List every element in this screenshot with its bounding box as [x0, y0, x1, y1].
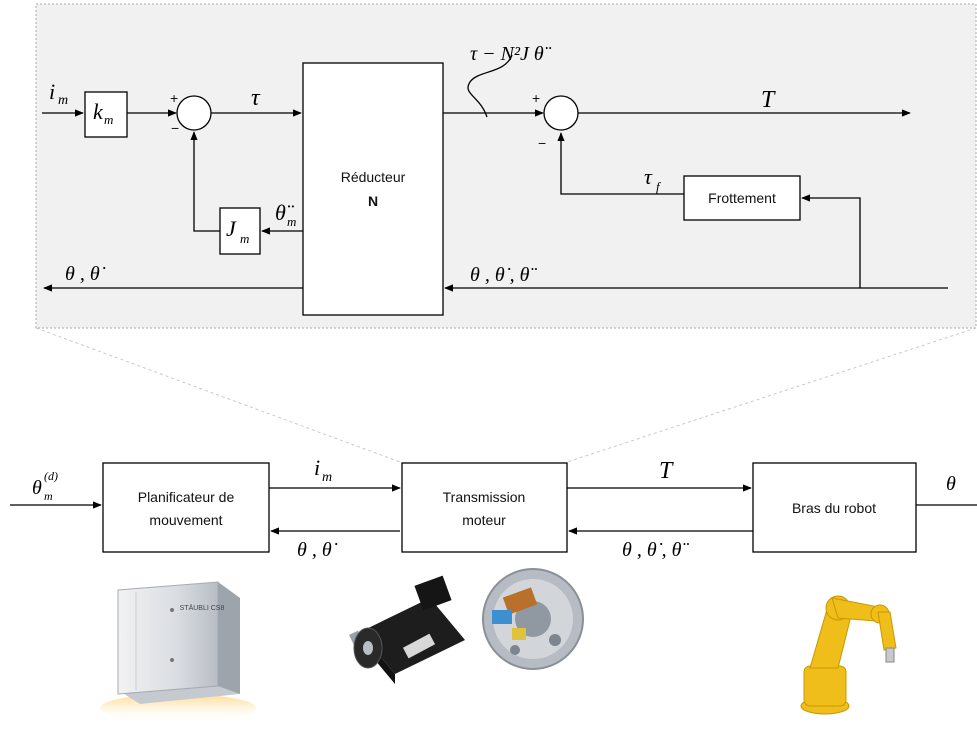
svg-text:m: m	[287, 214, 296, 229]
frottement-label: Frottement	[708, 190, 776, 206]
label-theta-m-overview: θ , θ̇	[297, 539, 338, 561]
gain-jm-label: J m	[226, 216, 249, 246]
label-T-overview: T	[659, 458, 674, 484]
label-theta-n-overview: θ , θ̇ , θ̈	[622, 539, 689, 561]
robot-block	[752, 462, 917, 553]
svg-text:τ: τ	[644, 164, 653, 189]
reducteur-label: Réducteur	[341, 169, 406, 185]
planner-label-line2: mouvement	[149, 512, 222, 528]
svg-text:m: m	[44, 489, 53, 503]
svg-text:m: m	[322, 470, 332, 485]
reducteur-block	[302, 62, 444, 316]
planner-label-line1: Planificateur de	[138, 489, 235, 505]
label-theta-out: θ	[946, 473, 956, 495]
label-theta-m-out: θ , θ̇	[65, 263, 106, 285]
arrow-feedback-frottement	[801, 194, 861, 288]
svg-text:f: f	[656, 179, 662, 194]
svg-text:i: i	[49, 79, 55, 104]
svg-text:(d): (d)	[44, 469, 58, 483]
svg-text:m: m	[104, 112, 113, 127]
label-tau-f: τ f	[644, 164, 662, 194]
sum2-plus: +	[532, 90, 540, 106]
sum2-minus: −	[538, 135, 546, 151]
gain-km-box	[84, 91, 128, 138]
svg-text:m: m	[58, 93, 68, 108]
svg-text:J: J	[226, 216, 237, 241]
gain-jm-box	[219, 207, 261, 255]
sum1-plus: +	[170, 90, 178, 106]
label-theta-n: θ , θ̇ , θ̈	[470, 264, 537, 286]
sum-junction-1	[176, 95, 212, 131]
arrow-tau-f	[557, 132, 684, 195]
robot-arm-image	[800, 595, 897, 715]
zoom-line-left	[35, 327, 401, 463]
label-tau-expr: τ − N²J θ̈	[470, 43, 552, 65]
reducteur-symbol: N	[368, 193, 378, 209]
transmission-label-line2: moteur	[462, 512, 506, 528]
sum-junction-2	[543, 95, 579, 131]
transmission-block	[401, 462, 568, 553]
svg-text:m: m	[240, 231, 249, 246]
label-i-m: i m	[49, 79, 68, 108]
label-i-m-overview: i m	[314, 455, 332, 485]
svg-text:θ: θ	[32, 477, 42, 499]
controller-cabinet-image: STÄUBLI CS8	[100, 581, 256, 722]
label-theta-d: θ (d) m	[32, 469, 58, 503]
expr-leader	[467, 54, 513, 118]
svg-text:i: i	[314, 455, 320, 480]
arrow-jm-sum1	[190, 131, 220, 232]
svg-text:k: k	[93, 99, 104, 124]
zoom-line-right	[566, 327, 977, 463]
gearbox-cutaway-image	[482, 568, 584, 670]
planner-block	[102, 462, 270, 553]
transmission-label-line1: Transmission	[443, 489, 526, 505]
servo-motor-image	[349, 575, 465, 684]
label-T: T	[761, 87, 776, 113]
label-tau: τ	[251, 85, 261, 111]
sum1-minus: −	[171, 120, 179, 136]
detail-panel	[35, 3, 977, 329]
frottement-block	[683, 175, 801, 221]
gain-km-label: k m	[93, 99, 113, 127]
robot-label: Bras du robot	[792, 500, 876, 516]
svg-text:STÄUBLI CS8: STÄUBLI CS8	[180, 604, 225, 612]
